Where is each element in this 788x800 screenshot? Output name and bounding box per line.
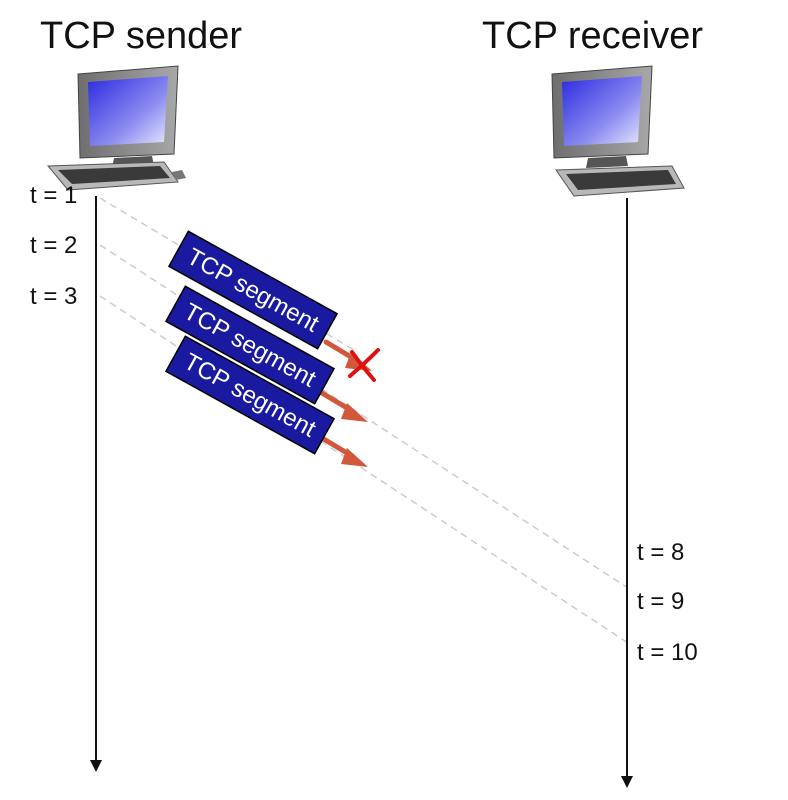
receiver-time-1: t = 8 — [637, 539, 684, 566]
receiver-time-2: t = 9 — [637, 588, 684, 615]
segment-path-3 — [99, 295, 629, 644]
computer-icon — [46, 65, 186, 191]
computer-icon — [551, 65, 685, 197]
sender-time-3: t = 3 — [30, 283, 77, 310]
sender-title: TCP sender — [40, 15, 242, 57]
receiver-time-3: t = 10 — [637, 639, 698, 666]
loss-x-icon — [348, 348, 380, 382]
segment-path-2 — [99, 244, 629, 589]
sender-time-1: t = 1 — [30, 182, 77, 209]
sender-time-2: t = 2 — [30, 232, 77, 259]
receiver-title: TCP receiver — [482, 15, 703, 57]
